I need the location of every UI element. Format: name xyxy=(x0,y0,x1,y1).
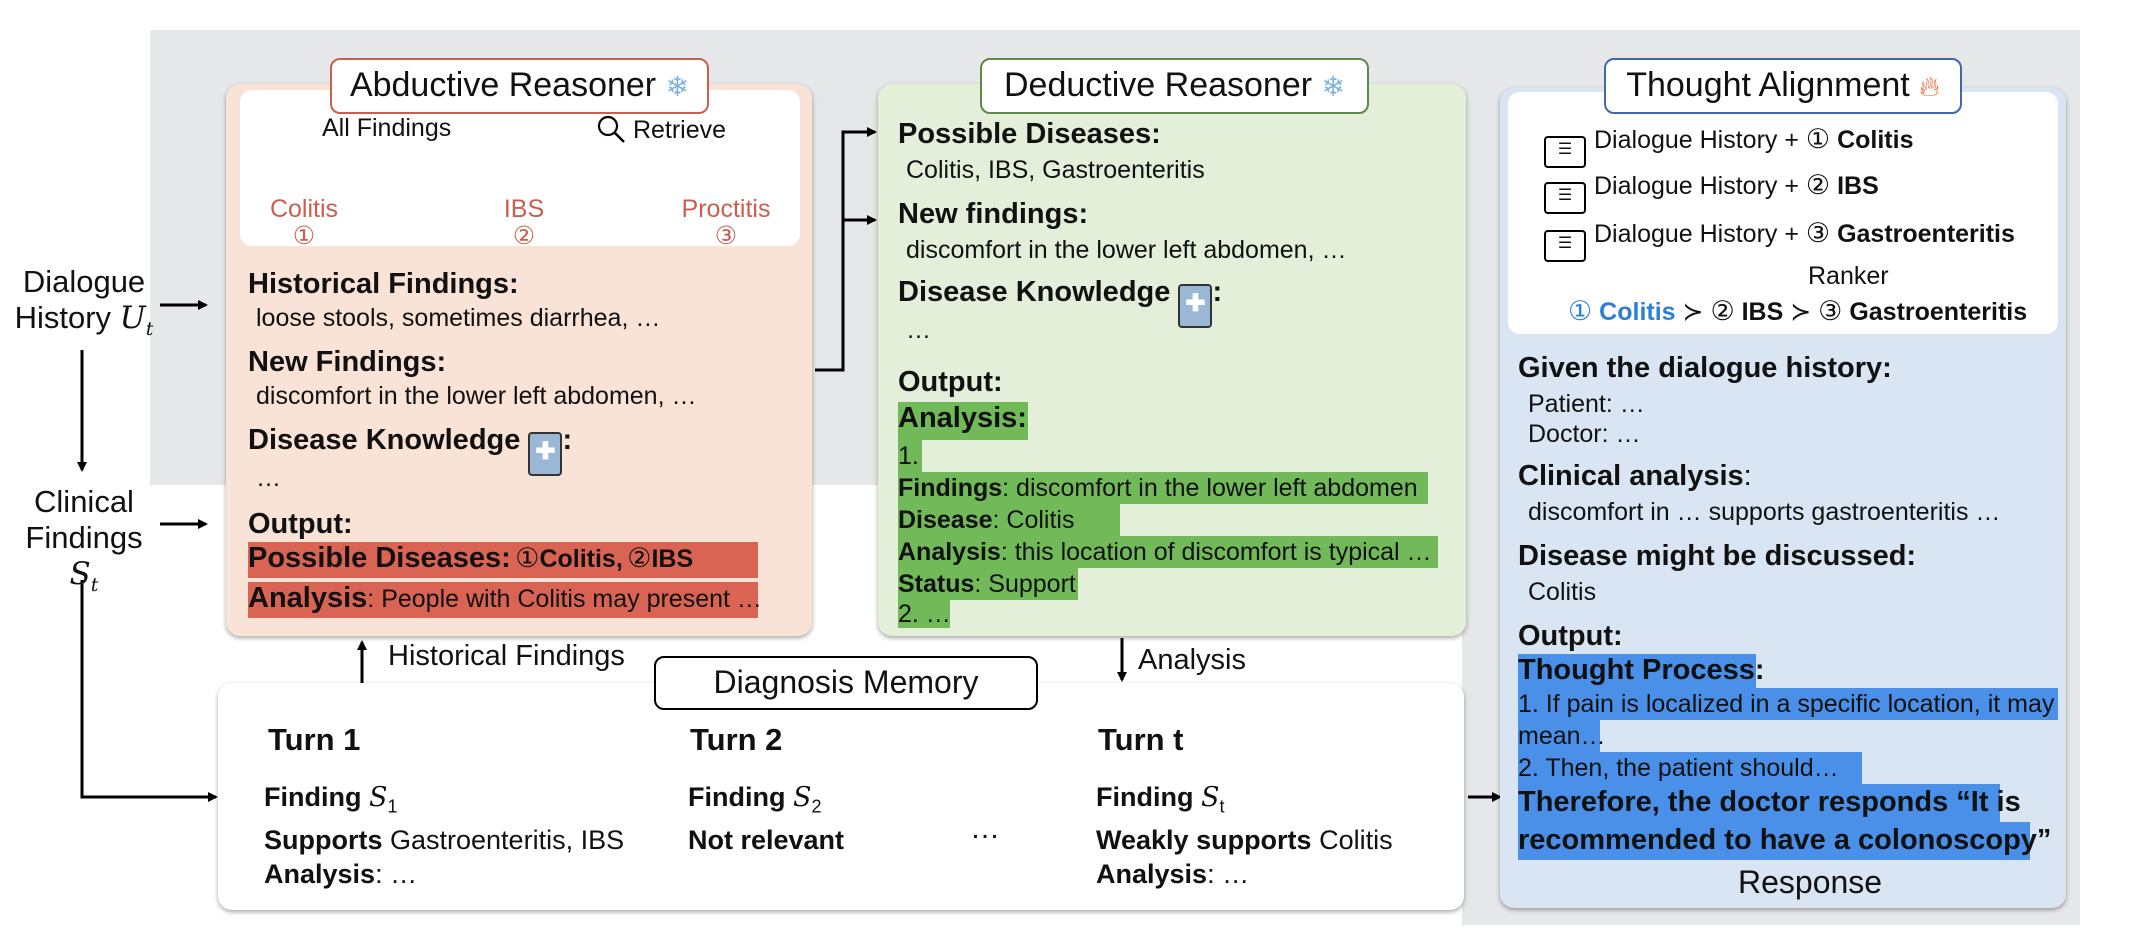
ded-findings-line: Findings: discomfort in the lower left a… xyxy=(898,474,1418,502)
thought-hl-5 xyxy=(1518,784,2000,822)
response-label: Response xyxy=(1738,864,1883,900)
given-label: Given the dialogue history: xyxy=(1518,352,1892,384)
new-findings-label: New Findings: xyxy=(248,346,447,378)
ded-status-line: Status: Support xyxy=(898,570,1076,598)
possible-diseases-highlight: Possible Diseases: ①Colitis, ②IBS xyxy=(248,542,758,578)
thought-hl-6 xyxy=(1518,822,2030,860)
ded-disease-line: Disease: Colitis xyxy=(898,506,1075,534)
thought-hl-4 xyxy=(1518,752,1862,784)
deductive-title: Deductive Reasoner ❄ xyxy=(980,58,1369,114)
ded-highlight-item2 xyxy=(898,600,950,628)
ded-new-label: New findings: xyxy=(898,198,1089,230)
ded-new-text: discomfort in the lower left abdomen, … xyxy=(906,236,1347,264)
therefore-1: Therefore, the doctor responds “It is xyxy=(1518,786,2021,818)
abductive-analysis-highlight: Analysis: People with Colitis may presen… xyxy=(248,582,762,618)
ded-analysis-label: Analysis: xyxy=(898,402,1027,434)
chat-icon: ☰ xyxy=(1544,136,1586,168)
therefore-2: recommended to have a colonoscopy” xyxy=(1518,824,2052,856)
book-icon: ✚ xyxy=(1178,284,1213,328)
clinical-analysis-text: discomfort in … supports gastroenteritis… xyxy=(1528,498,2001,526)
ded-highlight-block xyxy=(898,402,1028,440)
ded-ellipsis: … xyxy=(906,316,931,344)
ranking-result: ① Colitis ≻ ② IBS ≻ ③ Gastroenteritis xyxy=(1568,296,2028,326)
historical-findings-arrow-label: Historical Findings xyxy=(388,640,625,672)
thought-2: 2. Then, the patient should… xyxy=(1518,754,1839,782)
book-icon: ✚ xyxy=(528,432,563,476)
snowflake-icon: ❄ xyxy=(665,71,690,102)
alignment-row-2: ☰Dialogue History + ② IBS xyxy=(1544,170,1879,214)
dialogue-history-label: Dialogue History Ut xyxy=(14,264,154,341)
ded-highlight-status xyxy=(898,568,1078,600)
chat-icon: ☰ xyxy=(1544,230,1586,262)
discussed-label: Disease might be discussed: xyxy=(1518,540,1917,572)
patient-line: Patient: … xyxy=(1528,390,1645,418)
ded-highlight-findings xyxy=(898,472,1428,504)
memory-dots: … xyxy=(970,812,1000,845)
abductive-ellipsis: … xyxy=(256,464,281,492)
historical-findings-text: loose stools, sometimes diarrhea, … xyxy=(256,304,661,332)
thought-process-label: Thought Process: xyxy=(1518,654,1765,686)
abductive-title: Abductive Reasoner ❄ xyxy=(330,58,709,114)
magnifier-icon xyxy=(597,115,625,143)
ded-analysis-line: Analysis: this location of discomfort is… xyxy=(898,538,1432,566)
thought-1b: mean… xyxy=(1518,722,1606,750)
analysis-arrow-label: Analysis xyxy=(1138,644,1246,676)
clinical-analysis-label: Clinical analysis: xyxy=(1518,460,1752,492)
retrieve-label: Retrieve xyxy=(596,114,726,145)
doctor-line: Doctor: … xyxy=(1528,420,1641,448)
clinical-findings-label: Clinical Findings St xyxy=(25,484,143,597)
ded-possible-label: Possible Diseases: xyxy=(898,118,1161,150)
alignment-title: Thought Alignment 🔥︎ xyxy=(1604,58,1962,114)
ded-possible-text: Colitis, IBS, Gastroenteritis xyxy=(906,156,1205,184)
alignment-row-3: ☰Dialogue History + ③ Gastroenteritis xyxy=(1544,218,2015,262)
new-findings-text: discomfort in the lower left abdomen, … xyxy=(256,382,697,410)
turn-1-body: Finding S1 Supports Gastroenteritis, IBS… xyxy=(264,782,625,890)
ranking-box xyxy=(1508,92,2058,334)
all-findings-label: All Findings xyxy=(322,114,452,142)
historical-findings-label: Historical Findings: xyxy=(248,268,519,300)
ded-knowledge-label: Disease Knowledge ✚: xyxy=(898,276,1222,328)
turn-1-title: Turn 1 xyxy=(268,722,361,757)
alignment-output-label: Output: xyxy=(1518,620,1623,652)
thought-1a: 1. If pain is localized in a specific lo… xyxy=(1518,690,2055,718)
turn-2-body: Finding S2 Not relevant xyxy=(688,782,845,856)
ded-item2: 2. … xyxy=(898,600,951,628)
ranker-label: Ranker xyxy=(1808,262,1889,290)
ded-highlight-num xyxy=(898,440,922,472)
retrieval-box xyxy=(240,90,800,246)
ded-output-label: Output: xyxy=(898,366,1003,398)
snowflake-icon: ❄ xyxy=(1321,71,1345,102)
ded-item-num: 1. xyxy=(898,442,919,470)
alignment-row-1: ☰Dialogue History + ① Colitis xyxy=(1544,124,1913,168)
thought-hl-2 xyxy=(1518,688,2058,720)
turn-2-title: Turn 2 xyxy=(690,722,783,757)
turn-t-title: Turn t xyxy=(1098,722,1184,757)
thought-hl-3 xyxy=(1518,720,1600,752)
memory-panel xyxy=(218,683,1464,910)
chat-icon: ☰ xyxy=(1544,182,1586,214)
disease-knowledge-label: Disease Knowledge ✚: xyxy=(248,424,572,476)
turn-t-body: Finding St Weakly supports Colitis Analy… xyxy=(1096,782,1393,890)
fire-icon: 🔥︎ xyxy=(1919,71,1940,102)
thought-hl-1 xyxy=(1518,654,1756,688)
memory-title: Diagnosis Memory xyxy=(654,656,1038,710)
discussed-text: Colitis xyxy=(1528,578,1597,606)
ded-highlight-disease xyxy=(898,504,1120,536)
abductive-output-label: Output: xyxy=(248,508,353,540)
ded-highlight-analysis xyxy=(898,536,1438,568)
